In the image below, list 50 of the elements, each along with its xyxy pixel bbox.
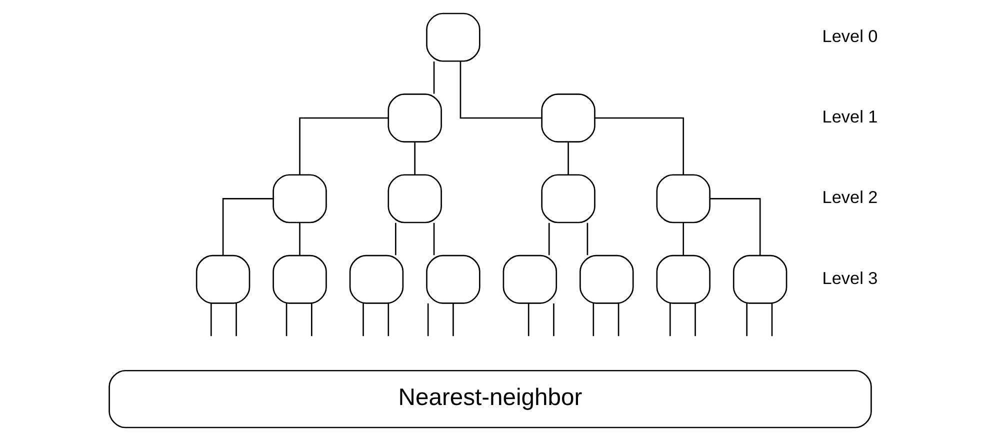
connector [568, 142, 569, 174]
node-box [541, 174, 596, 224]
connector [388, 303, 390, 336]
connector [460, 62, 542, 119]
node-box [502, 254, 558, 304]
node-box [580, 254, 634, 304]
connector [586, 222, 588, 256]
connector [682, 222, 684, 256]
connector [414, 142, 416, 174]
node-box [349, 254, 404, 304]
label: Level 0 [822, 26, 878, 46]
node-box [272, 174, 327, 224]
node-box [388, 174, 442, 224]
connector [236, 303, 237, 336]
connector [618, 303, 620, 336]
label: Level 1 [822, 106, 878, 126]
node-box [272, 254, 327, 304]
node-box [426, 254, 480, 304]
connector [592, 303, 594, 336]
connector [433, 222, 435, 256]
connector [299, 117, 388, 174]
connector [299, 222, 300, 256]
connector [528, 303, 530, 336]
node-box: Nearest-neighbor [108, 370, 872, 428]
connector [548, 222, 550, 256]
connector [553, 303, 554, 336]
connector [710, 198, 761, 256]
connector [210, 303, 212, 336]
connector [311, 303, 312, 336]
connector [395, 222, 396, 256]
label: Level 2 [822, 187, 878, 208]
connector [594, 117, 684, 174]
node-box [732, 254, 788, 304]
connector [746, 303, 748, 336]
connector [362, 303, 364, 336]
label: Level 3 [822, 268, 878, 288]
node-box [196, 254, 250, 304]
connector [452, 303, 454, 336]
node-box [388, 94, 442, 142]
connector [286, 303, 288, 336]
connector [222, 198, 273, 256]
connector [433, 62, 435, 94]
connector [694, 303, 696, 336]
node-box [426, 12, 480, 62]
node-box [656, 174, 710, 224]
connector [771, 303, 773, 336]
node-box [541, 94, 596, 142]
connector [669, 303, 671, 336]
connector [427, 303, 429, 336]
node-box [656, 254, 710, 304]
